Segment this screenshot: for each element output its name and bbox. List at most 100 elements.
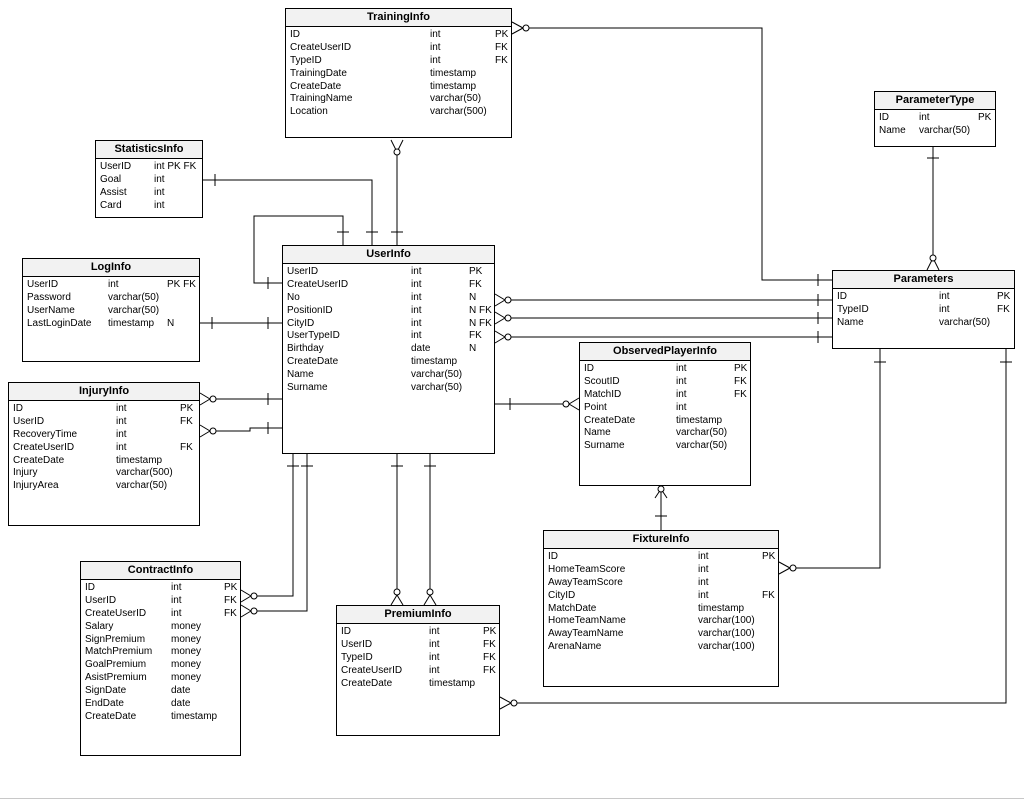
field-key: N FK (469, 304, 492, 316)
entity-title: ObservedPlayerInfo (580, 343, 750, 361)
field-type: int PK FK (154, 161, 197, 172)
field-type: int (116, 403, 127, 414)
field-type: money (171, 659, 202, 671)
rel-userinfo-loginfo (200, 317, 282, 329)
field-key: FK (483, 638, 496, 650)
field-name: Goal (100, 173, 122, 185)
rel-userinfo-injuryinfo-createuserid (199, 422, 282, 438)
entity-title: InjuryInfo (9, 383, 199, 401)
field-key: PK (224, 582, 238, 593)
field-type: int (116, 441, 127, 453)
field-key: PK (180, 403, 194, 414)
field-name: Assist (100, 186, 127, 198)
field-type: varchar(50) (108, 291, 160, 303)
rel-userinfo-premiuminfo-createuserid (423, 454, 437, 606)
field-name: ID (837, 291, 847, 302)
field-name: Point (584, 401, 607, 413)
field-name: Card (100, 199, 122, 211)
rel-userinfo-traininginfo (390, 139, 404, 245)
field-name: MatchID (584, 388, 622, 400)
field-type: timestamp (430, 80, 477, 92)
field-name: CreateDate (290, 80, 342, 92)
field-type: int (411, 317, 422, 329)
field-type: timestamp (411, 356, 458, 368)
field-name: CreateUserID (287, 278, 349, 290)
field-type: timestamp (698, 602, 745, 614)
field-name: Surname (584, 440, 625, 452)
field-type: int (939, 291, 950, 302)
field-type: int (154, 173, 165, 185)
field-type: int (411, 304, 422, 316)
field-key: FK (224, 594, 237, 606)
field-key: PK (762, 551, 776, 562)
field-key: FK (734, 375, 747, 387)
field-key: PK FK (167, 279, 196, 290)
field-name: ID (341, 626, 351, 637)
rel-userinfo-observedplayerinfo (495, 397, 580, 411)
rel-parameters-traininginfo (511, 21, 832, 286)
field-type: int (676, 363, 687, 374)
field-row: MatchDate timestamp (548, 603, 774, 616)
field-type: int (430, 54, 441, 66)
field-name: Birthday (287, 343, 324, 355)
field-type: timestamp (171, 710, 218, 722)
canvas-bottom-border (0, 798, 1024, 799)
field-name: ScoutID (584, 375, 620, 387)
field-type: varchar(50) (411, 382, 463, 394)
field-type: int (411, 278, 422, 290)
field-name: ID (548, 551, 558, 562)
entity-title: ParameterType (875, 92, 995, 110)
rel-userinfo-premiuminfo-userid (390, 454, 404, 606)
field-name: CreateUserID (85, 607, 147, 619)
field-type: int (171, 594, 182, 606)
field-type: varchar(50) (939, 316, 991, 328)
field-type: varchar(100) (698, 615, 755, 627)
field-type: int (154, 199, 165, 211)
rel-userinfo-contractinfo-createuserid (240, 454, 299, 603)
field-type: int (698, 589, 709, 601)
field-type: int (411, 330, 422, 342)
field-type: int (919, 112, 930, 123)
field-type: int (154, 186, 165, 198)
field-name: CityID (548, 589, 576, 601)
field-name: MatchDate (548, 602, 597, 614)
field-name: LastLoginDate (27, 317, 92, 329)
field-key: FK (997, 303, 1010, 315)
field-name: CreateUserID (13, 441, 75, 453)
